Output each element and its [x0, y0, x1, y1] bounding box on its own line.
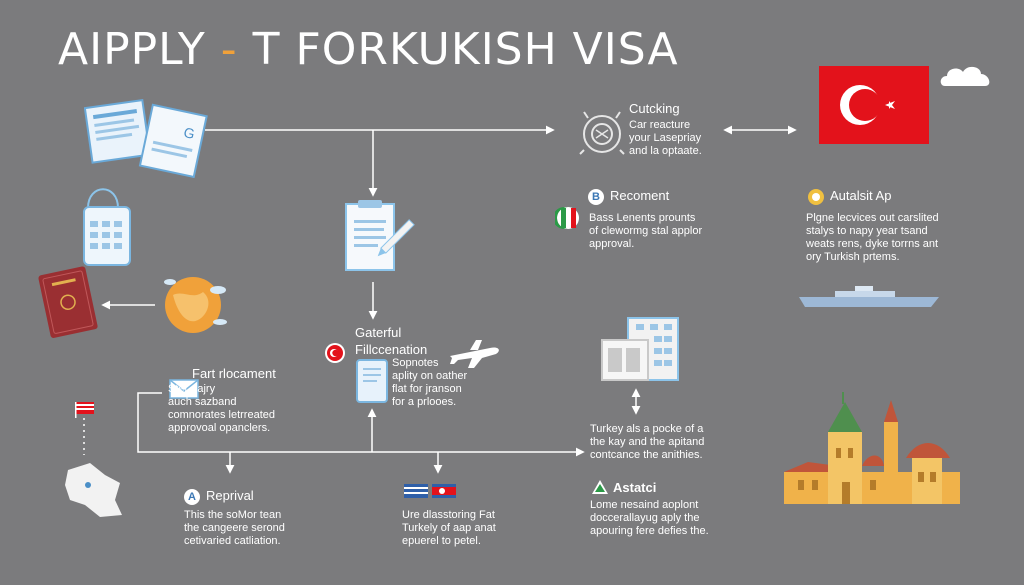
turkey-flag-badge-icon — [325, 343, 345, 363]
autalsit-body: Plgne lecvices out carslited stalys to n… — [806, 212, 939, 263]
astatci-body: Lome nesaind aoplont doccerallayug aply … — [590, 499, 709, 537]
palace-icon — [784, 392, 960, 504]
autalsit-heading: Autalsit Ap — [830, 188, 892, 203]
airplane-icon — [450, 340, 499, 368]
turkey-flag-icon — [819, 66, 929, 144]
envelope-icon — [169, 379, 199, 399]
documents-icon: G — [84, 98, 208, 179]
cutcking-heading: Cutcking — [629, 101, 680, 116]
turkey-body: Turkey als a pocke of a the kay and the … — [590, 423, 705, 461]
warning-icon — [592, 480, 608, 494]
fart-heading: Fart rlocament — [192, 366, 276, 381]
page-title: AIPPLY - T FORKUKISH VISA — [58, 24, 679, 75]
flag-icon — [75, 402, 94, 418]
badge-a-icon: A — [184, 488, 200, 505]
globe-icon — [164, 277, 227, 333]
italy-flag-icon — [555, 207, 579, 229]
tablet-icon — [356, 359, 388, 403]
passport-icon — [38, 266, 98, 338]
map-icon — [65, 463, 122, 517]
pencil-icon — [377, 219, 415, 257]
badge-b-icon: B — [588, 188, 604, 205]
autalsit-badge-icon — [808, 189, 824, 205]
recoment-body: Bass Lenents prounts of clewormg stal ap… — [589, 212, 703, 250]
cutcking-body: Car reacture your Lasepriay and la optaa… — [629, 119, 702, 157]
fart-body: Ster gajry auch sazband comnorates letrr… — [168, 383, 275, 434]
reprival-body: This the soMor tean the cangeere serond … — [184, 509, 285, 547]
gaterful-body: Sopnotes aplity on oather flat for jrans… — [392, 357, 468, 408]
svg-text:G: G — [182, 124, 196, 142]
clipboard-icon — [345, 200, 415, 271]
astatci-heading: Astatci — [613, 480, 657, 495]
ure-body: Ure dlasstoring Fat Turkely of aap anat … — [402, 509, 496, 547]
cloud-icon — [940, 66, 990, 86]
gaterful-heading: Gaterful — [355, 325, 402, 340]
fillccenation-heading: Fillccenation — [355, 342, 428, 357]
flags-icon — [404, 484, 456, 498]
calendar-icon — [83, 188, 131, 266]
title-dash: - — [220, 24, 238, 75]
camera-icon — [579, 111, 625, 155]
building-icon — [601, 317, 679, 381]
ship-icon — [799, 286, 939, 307]
